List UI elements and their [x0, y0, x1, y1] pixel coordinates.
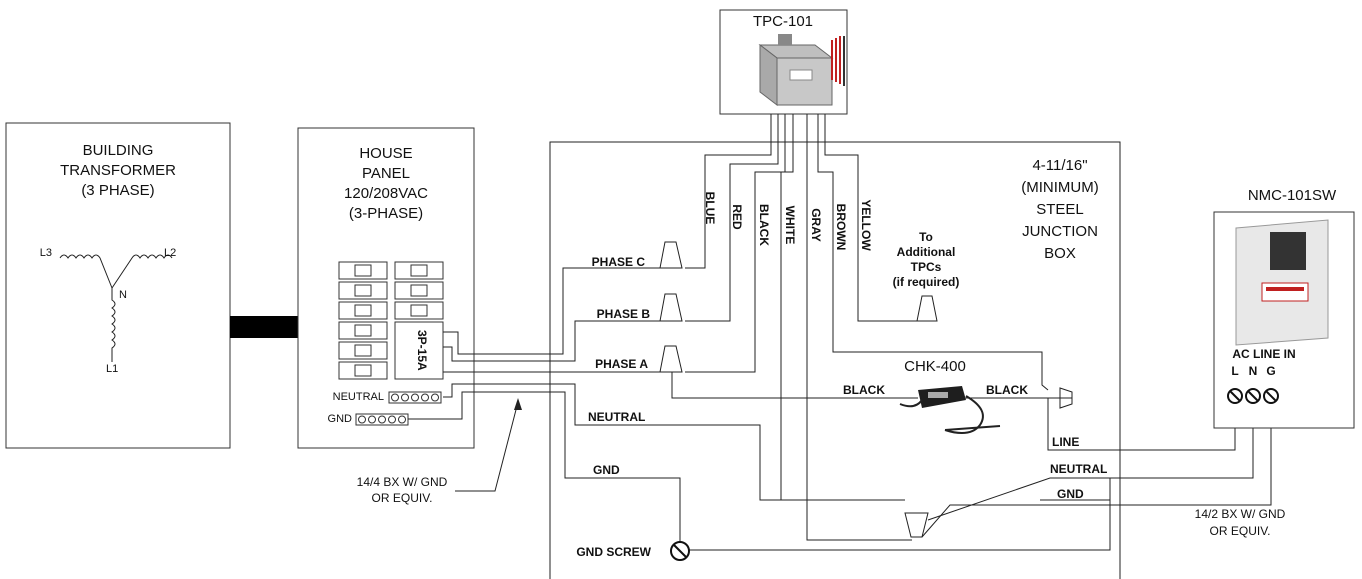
neutral-label: NEUTRAL	[588, 410, 645, 424]
breaker-column-right	[394, 261, 444, 380]
ac-line-in-label: AC LINE IN	[1232, 347, 1295, 361]
nmc-cabinet-icon	[1235, 219, 1329, 346]
wire-label-red: RED	[730, 204, 744, 230]
additional-line2: Additional	[897, 245, 956, 259]
junction-line2: (MINIMUM)	[1021, 179, 1098, 196]
line-label: LINE	[1052, 435, 1079, 449]
wire-label-yellow: YELLOW	[859, 199, 873, 251]
bx4-line1: 14/4 BX W/ GND	[357, 475, 448, 489]
transformer-title-line1: BUILDING	[83, 142, 154, 159]
gnd-screw-label: GND SCREW	[576, 545, 651, 559]
wire-label-brown: BROWN	[834, 204, 848, 251]
chk-black-left: BLACK	[843, 383, 885, 397]
tpc-101: TPC-101	[719, 9, 848, 115]
wire-label-gray: GRAY	[809, 208, 823, 242]
phase-b-label: PHASE B	[597, 307, 651, 321]
additional-line4: (if required)	[893, 275, 960, 289]
n-label: N	[119, 289, 127, 301]
chk-black-right: BLACK	[986, 383, 1028, 397]
additional-line1: To	[919, 230, 933, 244]
junction-box: 4-11/16" (MINIMUM) STEEL JUNCTION BOX	[549, 141, 1121, 579]
l2-label: L2	[164, 247, 176, 259]
nmc-neutral-label: NEUTRAL	[1050, 462, 1107, 476]
wire-label-white: WHITE	[783, 206, 797, 245]
tpc-device-icon	[758, 34, 845, 107]
wire-label-black: BLACK	[757, 204, 771, 246]
gnd-bar-icon	[355, 413, 409, 426]
wire-label-blue: BLUE	[703, 192, 717, 225]
additional-line3: TPCs	[911, 260, 942, 274]
terminal-n-label: N	[1249, 364, 1258, 378]
terminal-l-label: L	[1231, 364, 1238, 378]
neutral-bar-icon	[388, 391, 442, 404]
junction-line5: BOX	[1044, 245, 1076, 262]
feeder-conduit	[230, 316, 298, 338]
nmc-title: NMC-101SW	[1248, 187, 1337, 204]
terminal-g-label: G	[1266, 364, 1275, 378]
nmc-feed-wires	[679, 395, 1272, 551]
gnd-screw: GND SCREW	[576, 541, 690, 561]
panel-line4: (3-PHASE)	[349, 205, 423, 222]
panel-output-wires	[408, 267, 905, 548]
building-transformer: BUILDING TRANSFORMER (3 PHASE) L3 L2 N L…	[5, 122, 231, 449]
breaker-column-left	[338, 261, 388, 380]
nmc-gnd-label: GND	[1057, 487, 1084, 501]
neutral-bar-label: NEUTRAL	[333, 391, 384, 403]
panel-line2: PANEL	[362, 165, 410, 182]
bx2-line2: OR EQUIV.	[1210, 524, 1271, 538]
phase-a-label: PHASE A	[595, 357, 648, 371]
l3-label: L3	[40, 247, 52, 259]
bx2-line1: 14/2 BX W/ GND	[1195, 507, 1286, 521]
phase-c-label: PHASE C	[592, 255, 646, 269]
tpc-title: TPC-101	[753, 13, 813, 30]
transformer-title-line3: (3 PHASE)	[81, 182, 154, 199]
bx4-callout: 14/4 BX W/ GND OR EQUIV.	[357, 398, 522, 505]
l1-label: L1	[106, 363, 118, 375]
wire-nut-icons	[659, 241, 1073, 538]
terminal-screw-icons	[1227, 388, 1279, 404]
bx4-line2: OR EQUIV.	[372, 491, 433, 505]
gnd-label: GND	[593, 463, 620, 477]
nmc-101sw: NMC-101SW AC LINE IN L N G	[1213, 187, 1355, 429]
gnd-bar-label: GND	[328, 413, 353, 425]
panel-line1: HOUSE	[359, 145, 412, 162]
transformer-title-line2: TRANSFORMER	[60, 162, 176, 179]
chk-title: CHK-400	[904, 358, 966, 375]
chk-400: CHK-400 BLACK BLACK	[671, 358, 1048, 435]
panel-line3: 120/208VAC	[344, 185, 428, 202]
junction-line4: JUNCTION	[1022, 223, 1098, 240]
chk-device-icon	[899, 386, 1001, 435]
breaker-3p-15a-label: 3P-15A	[415, 330, 429, 371]
wye-coil-icon	[59, 254, 173, 362]
house-panel: HOUSE PANEL 120/208VAC (3-PHASE) 3P-15A …	[297, 127, 475, 449]
junction-line1: 4-11/16"	[1032, 157, 1087, 174]
junction-line3: STEEL	[1036, 201, 1084, 218]
tpc-wires	[685, 114, 1049, 541]
